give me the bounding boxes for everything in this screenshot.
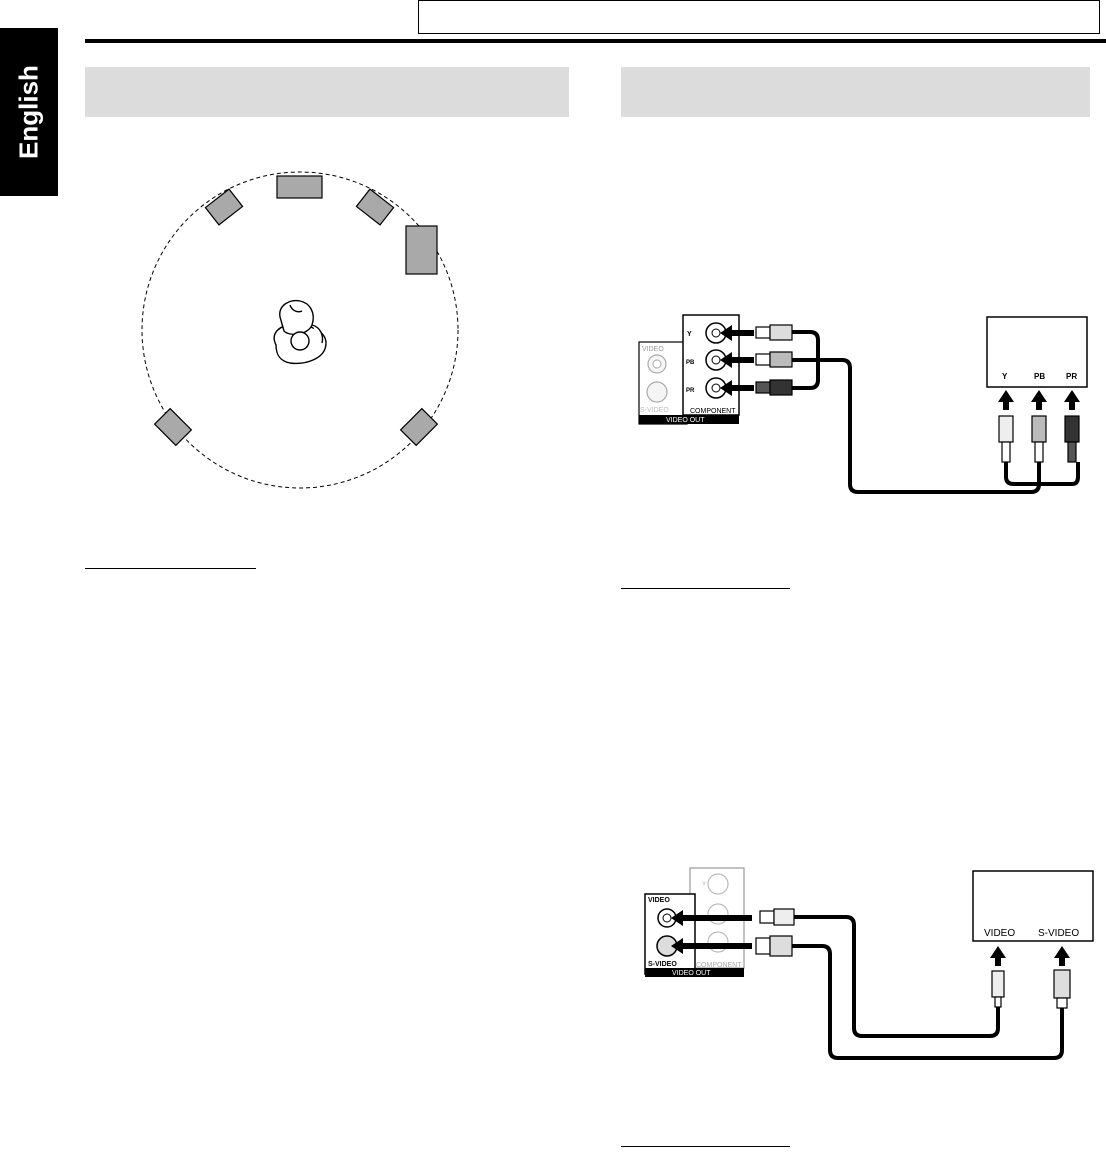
left-note-underline bbox=[85, 568, 256, 569]
tv-box-video bbox=[972, 870, 1094, 942]
video-jack-block-2 bbox=[644, 893, 696, 975]
video-cables bbox=[792, 915, 1064, 1060]
subwoofer-icon bbox=[405, 225, 438, 275]
page-header-box bbox=[418, 0, 1100, 34]
video-out-bar bbox=[639, 415, 739, 424]
front-left-speaker-icon bbox=[204, 188, 244, 226]
component-cables bbox=[792, 330, 1080, 494]
video-out-label-2: VIDEO OUT bbox=[672, 970, 711, 977]
component-panel-label: COMPONENT bbox=[690, 408, 736, 415]
video-out-label: VIDEO OUT bbox=[666, 417, 705, 424]
tv-pb-label: PB bbox=[1034, 372, 1045, 381]
center-speaker-icon bbox=[276, 175, 323, 199]
video-svideo-diagram: VIDEO S-VIDEO Y COMPONENT VIDEO OUT VIDE… bbox=[644, 867, 1094, 1060]
component-note-underline bbox=[621, 588, 790, 589]
tv-video-label: VIDEO bbox=[984, 928, 1015, 939]
component-pb-label: PB bbox=[686, 360, 695, 366]
component-arrows bbox=[720, 325, 754, 396]
tv-plugs bbox=[998, 415, 1080, 463]
tv-box-component bbox=[986, 316, 1088, 388]
tv-plugs-2 bbox=[991, 969, 1071, 1009]
component-video-diagram: VIDEO S-VIDEO Y PB PR COMPONENT VIDEO OU… bbox=[638, 314, 1088, 494]
component-pr-label: PR bbox=[686, 388, 695, 394]
video-panel-label-2: VIDEO bbox=[648, 897, 670, 904]
header-rule bbox=[85, 39, 1106, 43]
svideo-panel-label: S-VIDEO bbox=[640, 407, 669, 414]
component-y-label: Y bbox=[687, 331, 692, 338]
surround-left-speaker-icon bbox=[153, 407, 193, 447]
speaker-placement-diagram bbox=[141, 171, 459, 489]
svideo-panel-label-2: S-VIDEO bbox=[648, 961, 677, 968]
left-section-header bbox=[85, 67, 569, 117]
language-tab-label: English bbox=[13, 65, 44, 159]
listener-icon bbox=[273, 299, 327, 365]
video-panel-label: VIDEO bbox=[642, 346, 664, 353]
tv-pr-label: PR bbox=[1066, 372, 1077, 381]
front-right-speaker-icon bbox=[355, 188, 395, 226]
svideo-jack bbox=[646, 381, 668, 403]
language-tab: English bbox=[0, 28, 58, 196]
tv-y-label: Y bbox=[1002, 372, 1008, 381]
tv-up-arrows-2 bbox=[990, 946, 1070, 966]
video-arrows bbox=[671, 910, 752, 954]
player-back-panel-2: VIDEO S-VIDEO Y COMPONENT VIDEO OUT bbox=[644, 867, 745, 977]
component-y-label-2: Y bbox=[702, 882, 706, 888]
video-note-underline bbox=[621, 1146, 790, 1147]
tv-svideo-label: S-VIDEO bbox=[1038, 928, 1079, 939]
component-plugs bbox=[755, 324, 793, 396]
right-section-header bbox=[621, 67, 1090, 117]
listening-circle bbox=[141, 171, 459, 489]
tv-up-arrows bbox=[998, 390, 1080, 410]
video-plugs bbox=[755, 908, 795, 957]
component-panel-label-2: COMPONENT bbox=[696, 962, 742, 969]
player-back-panel: VIDEO S-VIDEO Y PB PR COMPONENT VIDEO OU… bbox=[638, 314, 740, 425]
surround-right-speaker-icon bbox=[399, 407, 439, 447]
video-out-bar-2 bbox=[645, 968, 744, 977]
